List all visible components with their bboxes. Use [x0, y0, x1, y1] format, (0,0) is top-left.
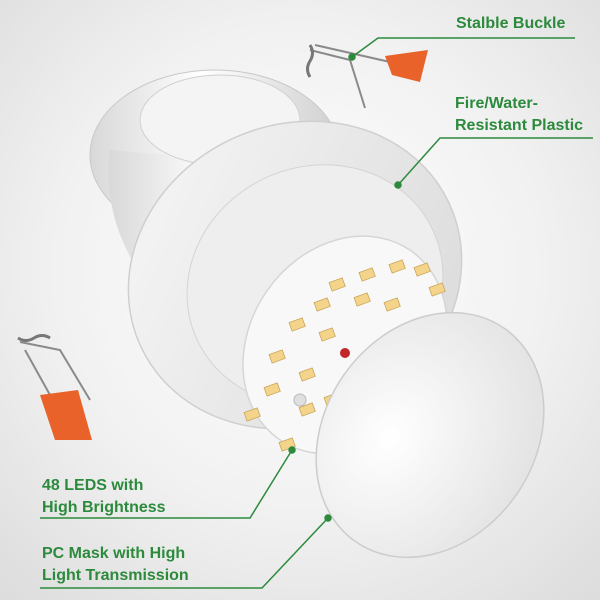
callout-lines: [40, 37, 593, 589]
label-pc-mask: PC Mask with High Light Transmission: [42, 543, 189, 587]
callout-buckle-line: [351, 37, 575, 58]
callout-mask-line: [40, 517, 329, 589]
callout-plastic-line: [397, 137, 593, 186]
spring-clip-left: [17, 334, 92, 440]
label-plastic-line1: Fire/Water-: [455, 95, 538, 112]
callout-leds-line: [40, 449, 293, 519]
spring-clip-top: [306, 44, 428, 109]
callout-leds-dot: [288, 446, 296, 454]
label-mask-line1: PC Mask with High: [42, 545, 186, 562]
pc-mask: [315, 311, 545, 559]
label-plastic-line2: Resistant Plastic: [455, 117, 584, 134]
label-fire-water-resistant-plastic: Fire/Water- Resistant Plastic: [455, 93, 583, 137]
callout-plastic-dot: [394, 181, 402, 189]
label-leds-line2: High Brightness: [42, 499, 166, 516]
label-stable-buckle-text: Stalble Buckle: [456, 15, 566, 32]
label-48-leds: 48 LEDS with High Brightness: [42, 475, 166, 519]
label-leds-line1: 48 LEDS with: [42, 477, 144, 494]
callout-mask-dot: [324, 514, 332, 522]
callout-buckle-dot: [348, 53, 356, 61]
driver-chip-icon: [340, 348, 350, 358]
label-stable-buckle: Stalble Buckle: [456, 13, 565, 35]
label-mask-line2: Light Transmission: [42, 567, 189, 584]
